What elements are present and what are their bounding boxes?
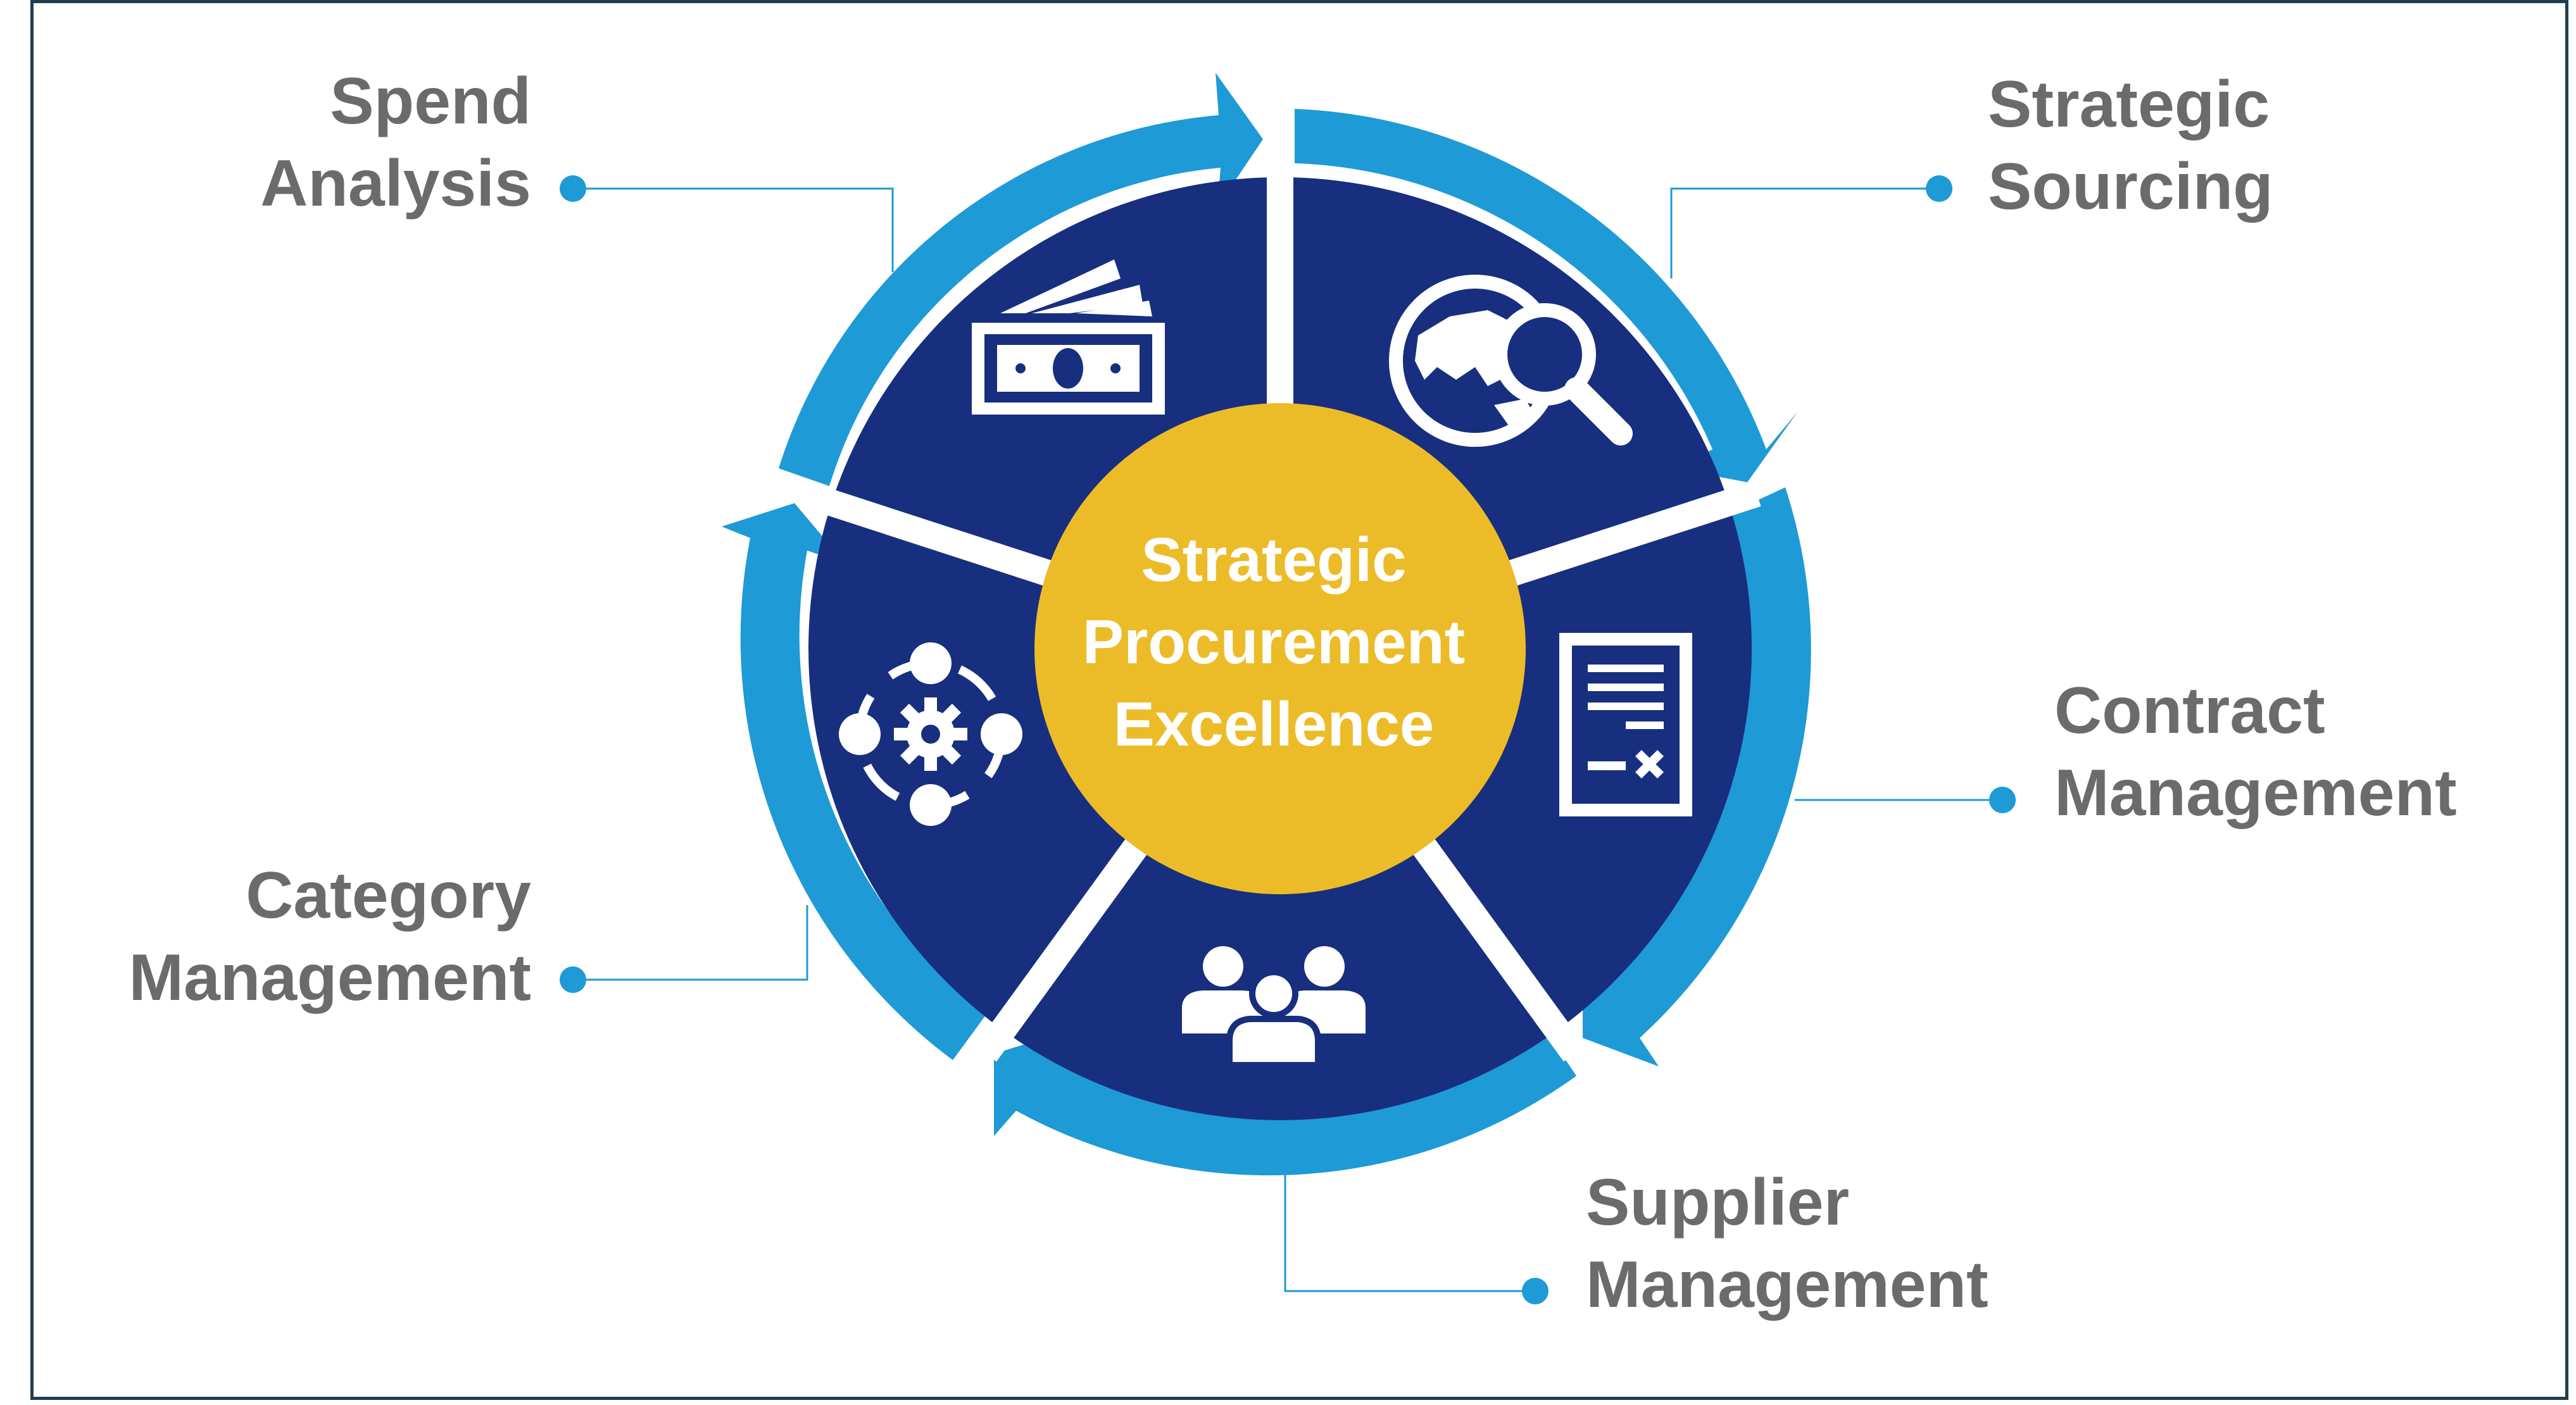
gear-network-icon: [839, 642, 1022, 826]
people-group-icon: [1182, 946, 1366, 1068]
arrow-spend-to-sourcing: [779, 73, 1263, 486]
stage-label-line: Management: [129, 941, 531, 1015]
connector-category: [573, 905, 808, 981]
connector-sourcing: [1670, 187, 1939, 278]
hub-title-line-3: Excellence: [1114, 689, 1435, 759]
dot-sourcing: [1926, 175, 1952, 202]
stage-label-line: Category: [246, 859, 531, 932]
stage-label-line: Management: [2054, 756, 2457, 830]
stage-label-line: Strategic: [1988, 68, 2270, 141]
stage-label-line: Analysis: [260, 147, 531, 220]
dot-spend: [560, 175, 586, 202]
label-connectors: [573, 187, 2002, 1292]
dot-category: [560, 966, 586, 993]
dot-supplier: [1522, 1278, 1549, 1304]
money-icon: [972, 259, 1165, 415]
cycle-arrow-ring: [722, 73, 1811, 1176]
dot-contract: [1989, 787, 2016, 813]
stage-label-spend-analysis: Spend Analysis: [260, 60, 531, 225]
stage-label-line: Management: [1586, 1248, 1989, 1321]
arrow-contract-to-supplier: [1583, 487, 1811, 1066]
stage-label-line: Sourcing: [1988, 150, 2273, 223]
connector-supplier: [1284, 1174, 1535, 1292]
connector-dots: [560, 175, 2016, 1304]
stage-label-line: Supplier: [1586, 1166, 1850, 1239]
globe-search-icon: [1389, 275, 1633, 447]
contract-document-icon: [1559, 633, 1692, 816]
stage-label-line: Spend: [330, 65, 531, 138]
arrow-supplier-to-category: [994, 1028, 1576, 1176]
stage-label-supplier-management: Supplier Management: [1586, 1161, 1989, 1326]
hub-circle: [1034, 403, 1526, 894]
hub-title-line-2: Procurement: [1083, 607, 1466, 677]
stage-label-category-management: Category Management: [129, 854, 531, 1019]
arrow-category-to-spend: [722, 503, 988, 1060]
stage-label-line: Contract: [2054, 674, 2325, 747]
stage-label-strategic-sourcing: Strategic Sourcing: [1988, 63, 2273, 228]
stage-label-contract-management: Contract Management: [2054, 670, 2457, 834]
hub-title-line-1: Strategic: [1141, 525, 1406, 594]
connector-spend: [573, 187, 894, 272]
arrow-sourcing-to-contract: [1295, 109, 1798, 482]
